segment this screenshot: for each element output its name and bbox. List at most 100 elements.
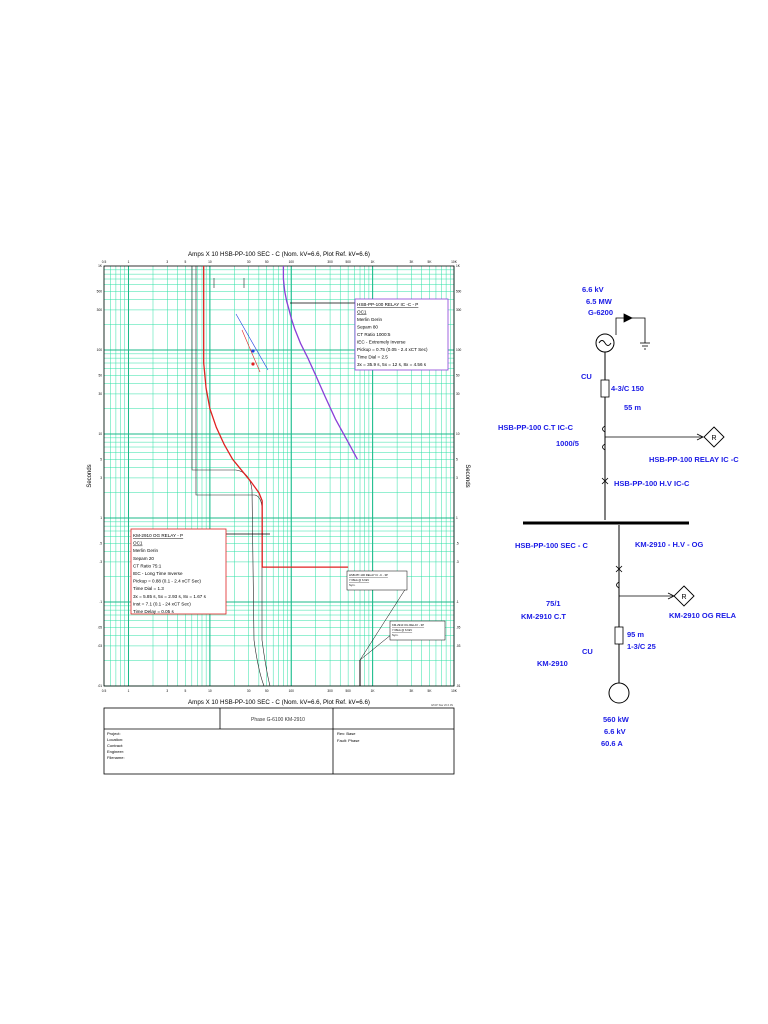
motor-kv: 6.6 kV (604, 727, 626, 736)
cable1-length: 55 m (624, 403, 641, 412)
callout-line: 3x = 5.85 s, 5x = 2.93 s, 8x = 1.67 s (133, 594, 207, 599)
callout-line: IEC - Long Time Inverse (133, 571, 183, 576)
y-tick-label: 1K (98, 264, 103, 268)
x-tick-label: 3 (166, 260, 168, 264)
cable1-icon (600, 379, 610, 398)
motor-a: 60.6 A (601, 739, 623, 748)
x-tick-label: 50 (265, 689, 269, 693)
y-tick-label: 1K (456, 264, 461, 268)
callout-line: Sepam 80 (357, 325, 378, 330)
series-line-relay-og (203, 266, 349, 568)
callout-line: HSB-PP-100 RELAY IC -C - 3P (349, 573, 388, 577)
x-tick-label: 1K (371, 689, 376, 693)
motor-kw: 560 kW (603, 715, 630, 724)
callout-line: CT Ratio 1000:5 (357, 332, 391, 337)
cable2-spec: 1-3/C 25 (627, 642, 656, 651)
small-b-box (389, 620, 446, 641)
callout-line: CT Ratio 75:1 (133, 563, 162, 568)
x-tick-label: 10 (208, 689, 212, 693)
motor-icon (608, 682, 630, 704)
y-tick-label: 30 (456, 392, 460, 396)
y-tick-label: .3 (99, 560, 102, 564)
marker-blue-dot (251, 349, 255, 353)
x-tick-label: 100 (289, 689, 295, 693)
marker-red-dot (251, 362, 255, 366)
title-block (103, 707, 455, 775)
title-block-labels: Project:Location:Contract:Engineer:Filen… (107, 731, 125, 760)
cable2-id: KM-2910 (537, 659, 568, 668)
x-tick-label: 5 (184, 689, 186, 693)
relay-ic-label: HSB-PP-100 RELAY IC -C (649, 455, 739, 464)
callout-line: KM-2910 OG RELAY - P (133, 533, 183, 538)
callout-line: Merlin Gerin (357, 317, 382, 322)
relay-ic-arrow (696, 433, 704, 441)
title-block-label: Contract: (107, 743, 123, 748)
tcc-chart: Amps X 10 HSB-PP-100 SEC - C (Nom. kV=6.… (87, 251, 470, 707)
y-tick-label: 10 (456, 432, 460, 436)
title-block-title: Phase G-6100 KM-2910 (251, 717, 305, 723)
y-tick-label: .03 (456, 644, 461, 648)
chart-header: Amps X 10 HSB-PP-100 SEC - C (Nom. kV=6.… (188, 251, 370, 258)
single-line-diagram: 6.6 kV 6.5 MW G-6200 CU 4-3/C 150 55 m H… (498, 285, 739, 748)
y-axis-label-right: Seconds (464, 464, 470, 487)
x-tick-label: 5K (428, 260, 433, 264)
y-tick-label: .05 (456, 625, 461, 629)
callout-ic-box (354, 298, 449, 371)
cable2-icon (614, 626, 624, 645)
breaker-ic-label: HSB-PP-100 H.V IC-C (614, 479, 690, 488)
x-tick-label: 30 (247, 689, 251, 693)
x-tick-label: 10K (451, 689, 458, 693)
bus-label: HSB-PP-100 SEC - C (515, 541, 589, 550)
ct-og-ratio: 75/1 (546, 599, 561, 608)
title-block-label: Engineer: (107, 749, 124, 754)
y-tick-label: 500 (97, 289, 103, 293)
source-kv: 6.6 kV (582, 285, 604, 294)
plot-frame (103, 265, 455, 687)
ct-ic-label: HSB-PP-100 C.T IC-C (498, 423, 574, 432)
y-tick-label: 30 (98, 392, 102, 396)
callout-line: Merlin Gerin (133, 548, 158, 553)
x-tick-label: 5K (428, 689, 433, 693)
callout-line: HSB-PP-100 RELAY IC -C - P (357, 302, 418, 307)
y-tick-label: 3 (100, 476, 102, 480)
cable1-spec: 4-3/C 150 (611, 384, 644, 393)
cable2-length: 95 m (627, 630, 644, 639)
y-tick-label: .01 (98, 684, 103, 688)
y-tick-label: .05 (98, 625, 103, 629)
ground-connection (615, 313, 650, 350)
small-a-box (346, 570, 408, 591)
x-tick-label: 500 (345, 260, 351, 264)
y-tick-label: .3 (456, 560, 459, 564)
y-tick-label: .03 (98, 644, 103, 648)
y-axis-label-left: Seconds (87, 464, 93, 487)
black-curve-1 (191, 266, 265, 687)
breaker-ic-icon (601, 477, 609, 485)
x-tick-label: 300 (327, 689, 333, 693)
callout-line: 7.66kA @ 6.6kV (392, 628, 412, 632)
ct-ic-ratio: 1000/5 (556, 439, 579, 448)
callout-line: Time Dial = 2.5 (357, 355, 388, 360)
chart-footer: Amps X 10 HSB-PP-100 SEC - C (Nom. kV=6.… (188, 699, 370, 706)
ct-ic-icon (602, 425, 606, 451)
cable1-material: CU (581, 372, 592, 381)
axis-ticks: 0.50.51133551010303050501001003003005005… (97, 260, 462, 693)
y-tick-label: 3 (456, 476, 458, 480)
y-tick-label: 5 (100, 457, 102, 461)
fault-leader-a (359, 587, 407, 661)
callout-line: Sym. (392, 633, 399, 637)
callout-line: OC1 (357, 310, 367, 315)
x-tick-label: 100 (289, 260, 295, 264)
callout-small-a: HSB-PP-100 RELAY IC -C - 3P7.66kA @ 6.6k… (346, 570, 408, 591)
fault-markers (235, 313, 407, 686)
title-block-label: Project: (107, 731, 121, 736)
y-tick-label: 50 (456, 373, 460, 377)
x-tick-label: 500 (345, 689, 351, 693)
y-tick-label: 10 (98, 432, 102, 436)
callout-line: Time Dial = 1.3 (133, 586, 164, 591)
source-id: G-6200 (588, 308, 613, 317)
ct-og-icon (616, 581, 620, 589)
y-tick-label: .5 (99, 541, 102, 545)
